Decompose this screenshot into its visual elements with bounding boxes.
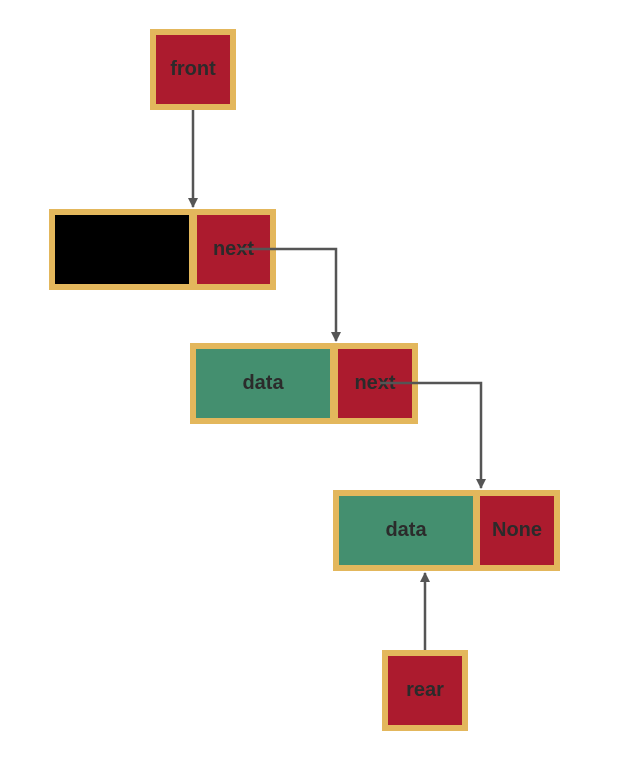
node-2-data-cell: data (190, 343, 336, 424)
node-3-data-cell: data (333, 490, 479, 571)
node-3-next-label: None (492, 519, 542, 541)
node-3-data-label: data (385, 519, 427, 541)
front-pointer-box: front (150, 29, 236, 110)
node-2-next-cell: next (332, 343, 418, 424)
rear-label: rear (406, 679, 444, 701)
head-node-next-label: next (212, 238, 255, 260)
node-2-next-label: next (354, 372, 396, 394)
head-node-next-cell: next (191, 209, 276, 290)
node-3-next-cell: None (474, 490, 560, 571)
node-2-data-label: data (242, 372, 284, 394)
head-node-data-cell (49, 209, 195, 290)
front-label: front (170, 58, 216, 80)
rear-pointer-box: rear (382, 650, 468, 731)
